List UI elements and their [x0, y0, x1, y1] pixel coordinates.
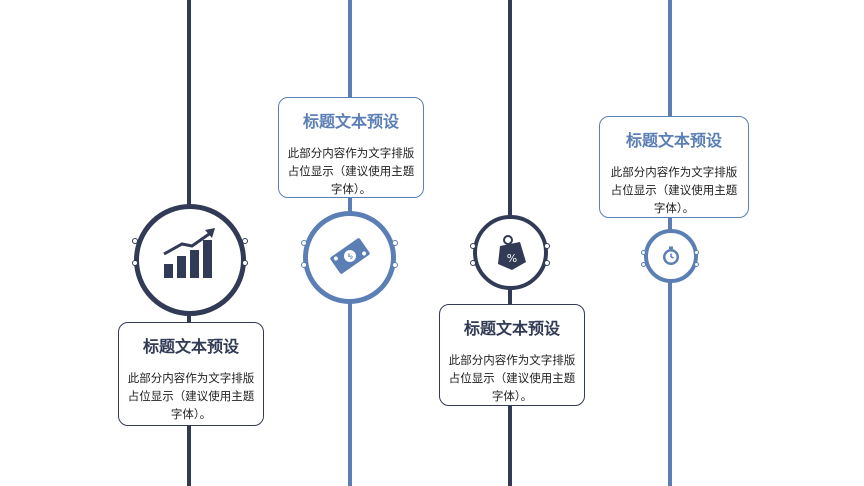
- step-2-title: 标题文本预设: [302, 112, 399, 131]
- step-4-body: 此部分内容作为文字排版占位显示（建议使用主题字体）。: [610, 165, 738, 215]
- step-1-dot-right: [242, 238, 248, 244]
- step-3-dot-left: [470, 260, 476, 266]
- discount-tag-icon: %: [498, 235, 526, 270]
- svg-text:%: %: [507, 252, 517, 265]
- step-1-dot-right: [242, 260, 248, 266]
- step-3-circle: [473, 215, 548, 290]
- growth-chart-icon: [163, 228, 215, 278]
- step-4-dot-right: [694, 250, 699, 255]
- step-1-dot-left: [132, 260, 138, 266]
- step-2-dot-left: [301, 240, 307, 246]
- step-3-body: 此部分内容作为文字排版占位显示（建议使用主题字体）。: [448, 353, 576, 403]
- step-4-title: 标题文本预设: [625, 131, 722, 150]
- step-1-title: 标题文本预设: [142, 337, 239, 356]
- step-4-dot-left: [641, 262, 646, 267]
- step-4-dot-right: [694, 262, 699, 267]
- money-bill-icon: $: [330, 238, 370, 274]
- step-1-dot-left: [132, 238, 138, 244]
- step-4-card: 标题文本预设 此部分内容作为文字排版占位显示（建议使用主题字体）。: [599, 116, 749, 218]
- step-2-card: 标题文本预设 此部分内容作为文字排版占位显示（建议使用主题字体）。: [278, 97, 424, 198]
- step-3-title: 标题文本预设: [463, 319, 560, 338]
- step-3-dot-right: [544, 260, 550, 266]
- step-3-card: 标题文本预设 此部分内容作为文字排版占位显示（建议使用主题字体）。: [439, 304, 585, 406]
- step-1-card: 标题文本预设 此部分内容作为文字排版占位显示（建议使用主题字体）。: [118, 322, 264, 426]
- step-2-body: 此部分内容作为文字排版占位显示（建议使用主题字体）。: [287, 146, 415, 196]
- step-4-dot-left: [641, 250, 646, 255]
- step-2-dot-right: [392, 240, 398, 246]
- clock-icon: [663, 246, 679, 265]
- svg-text:$: $: [346, 251, 355, 261]
- step-2-dot-right: [392, 262, 398, 268]
- step-3-dot-left: [470, 243, 476, 249]
- step-3-dot-right: [544, 243, 550, 249]
- step-1-body: 此部分内容作为文字排版占位显示（建议使用主题字体）。: [127, 371, 255, 421]
- step-2-dot-left: [301, 262, 307, 268]
